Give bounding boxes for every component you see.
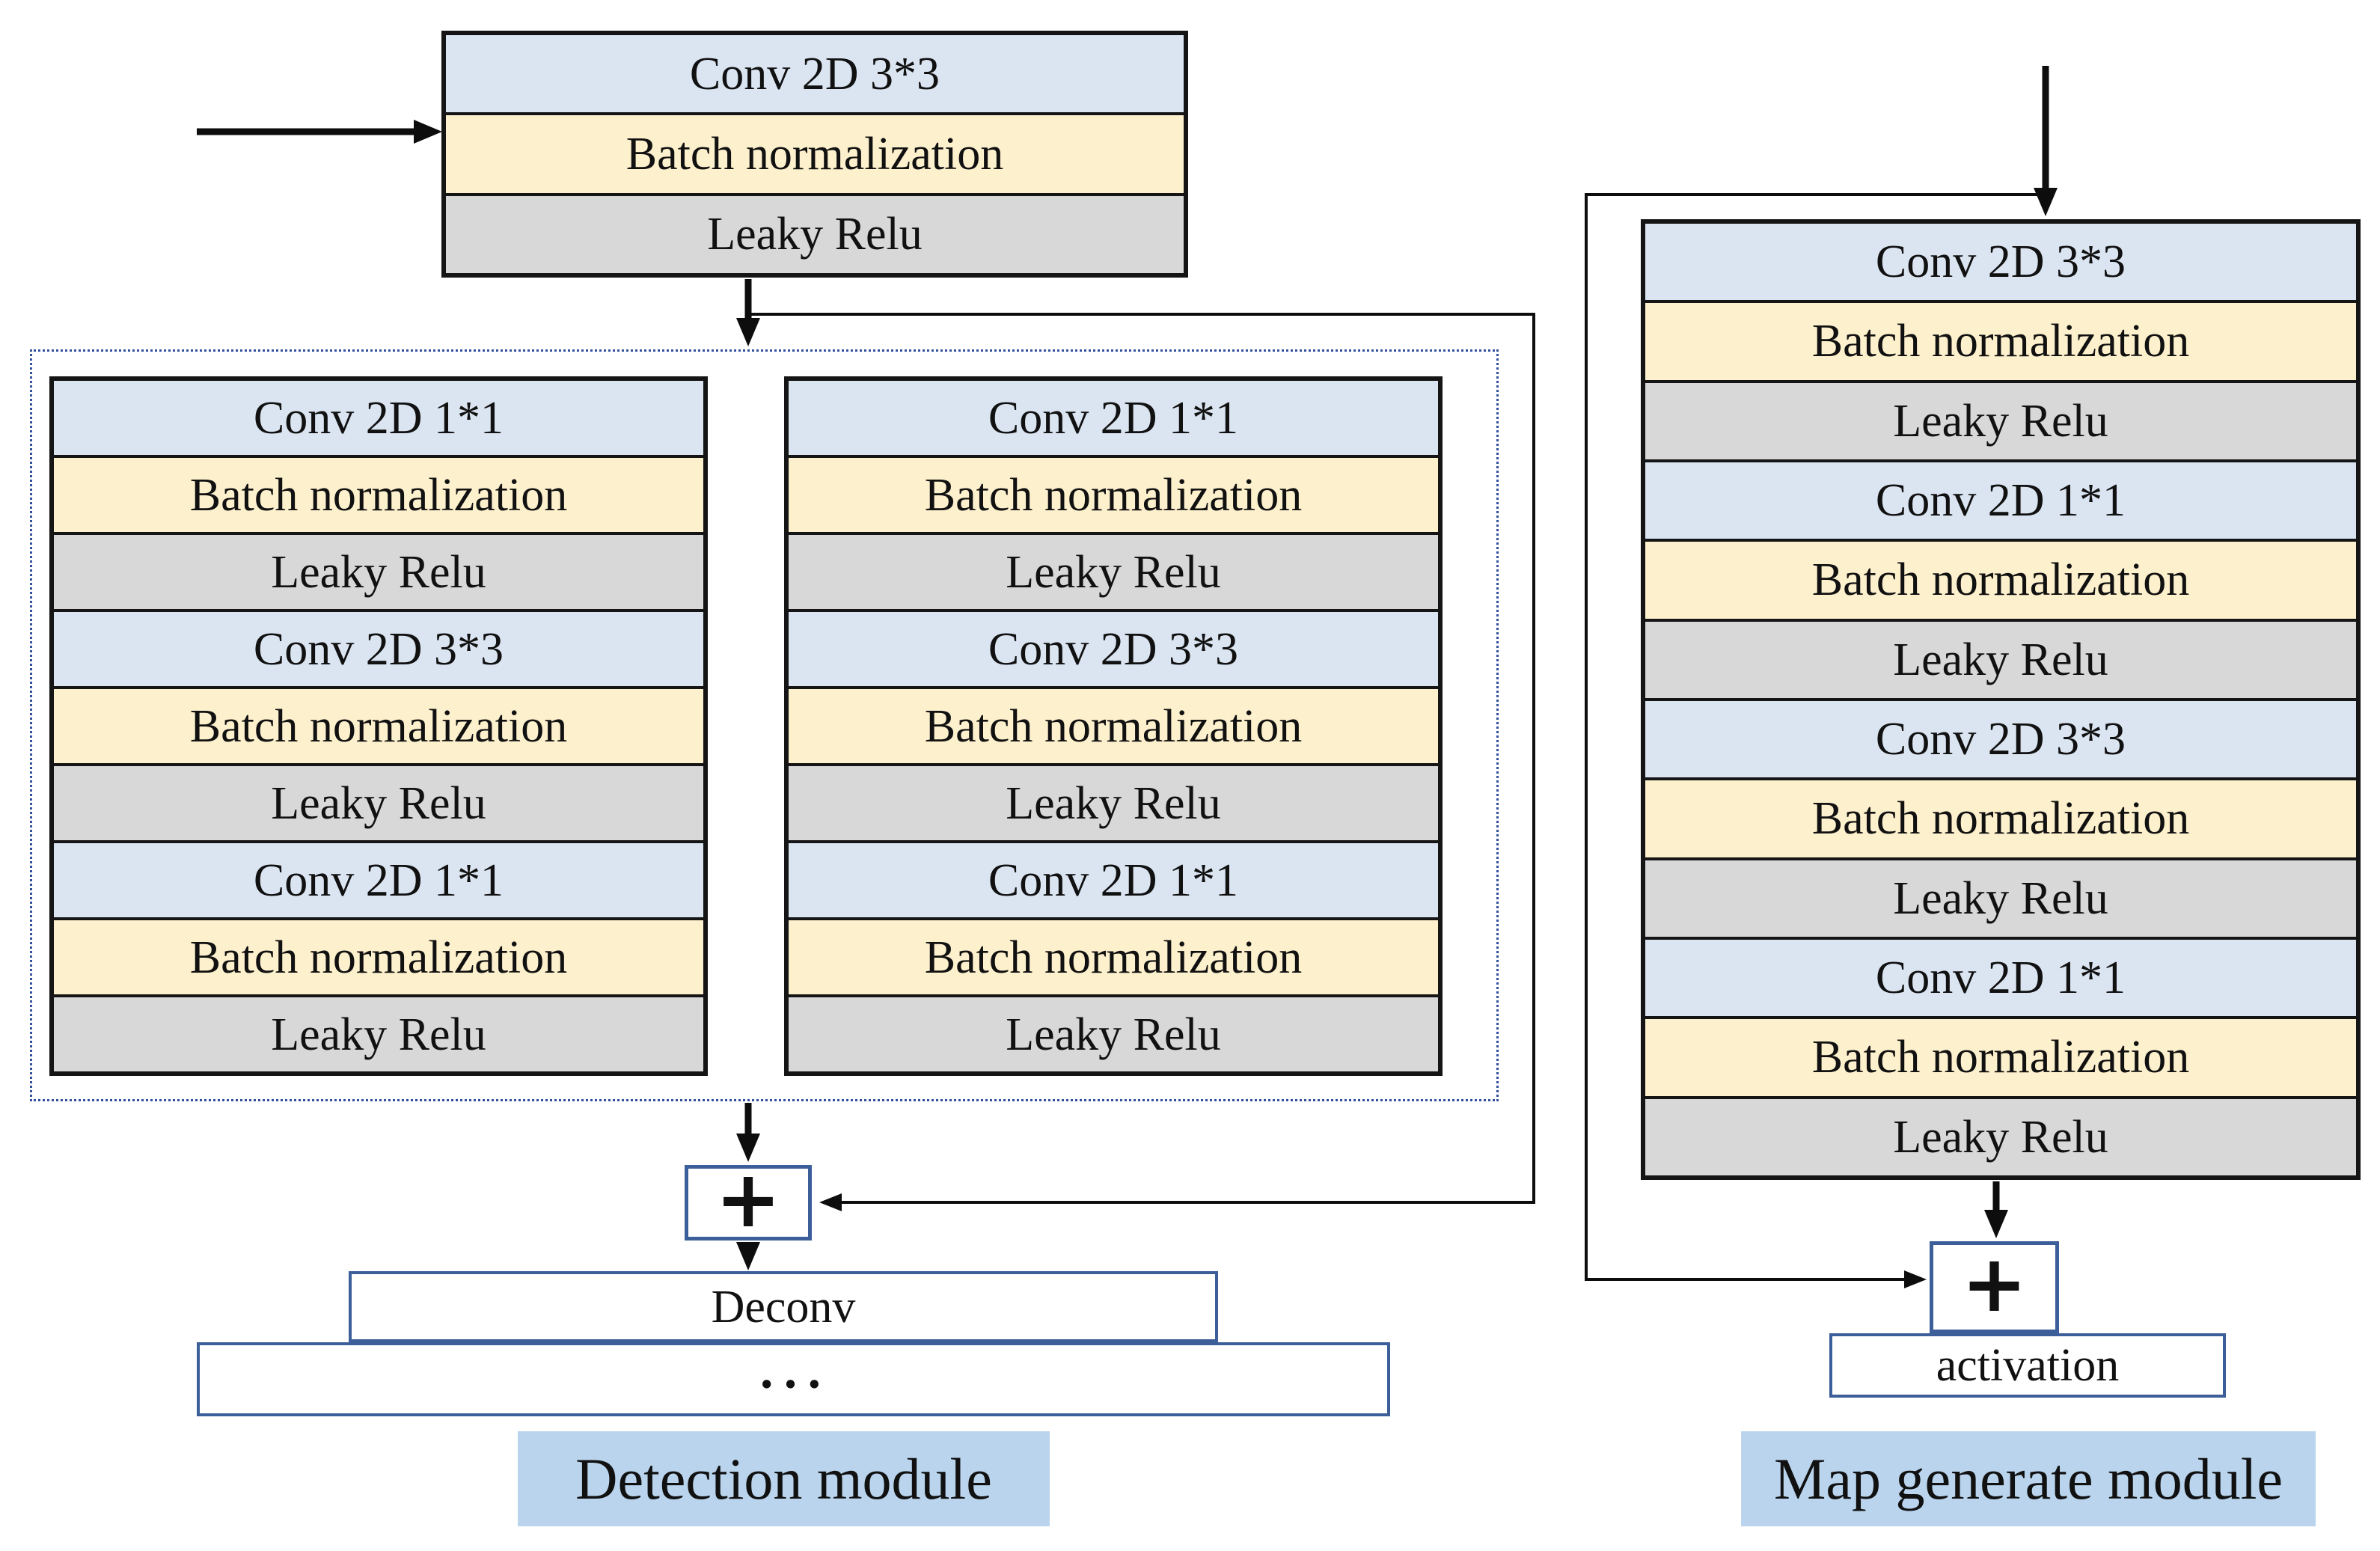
layer-row-label: Leaky Relu xyxy=(271,546,486,598)
layer-row-label: Leaky Relu xyxy=(1006,777,1221,829)
layer-row-conv: Conv 2D 1*1 xyxy=(54,381,703,455)
layer-row-relu: Leaky Relu xyxy=(54,994,703,1071)
layer-row-label: Batch normalization xyxy=(1811,554,2190,606)
layer-row-relu: Leaky Relu xyxy=(789,994,1438,1071)
layer-row-bn: Batch normalization xyxy=(1645,539,2356,619)
map-generate-sum-node: + xyxy=(1930,1241,2059,1333)
detection-residual-group-box xyxy=(30,349,1499,1101)
layer-row-label: Leaky Relu xyxy=(1893,395,2108,447)
map-generate-module-label: Map generate module xyxy=(1741,1431,2316,1526)
layer-row-label: Leaky Relu xyxy=(1893,872,2108,924)
layer-row-label: Leaky Relu xyxy=(1893,1111,2108,1163)
layer-row-conv: Conv 2D 3*3 xyxy=(1645,224,2356,301)
layer-row-label: Conv 2D 1*1 xyxy=(988,392,1239,444)
detection-module-label-text: Detection module xyxy=(575,1446,992,1511)
map-generate-module-label-text: Map generate module xyxy=(1773,1446,2283,1511)
layer-row-label: Batch normalization xyxy=(924,700,1303,752)
layer-row-relu: Leaky Relu xyxy=(54,763,703,840)
layer-row-conv: Conv 2D 3*3 xyxy=(1645,697,2356,778)
deconv-box: Deconv xyxy=(349,1271,1218,1342)
layer-row-label: Batch normalization xyxy=(189,469,568,521)
layer-row-label: Conv 2D 3*3 xyxy=(1875,714,2126,765)
layer-row-label: Batch normalization xyxy=(189,700,568,752)
layer-row-conv: Conv 2D 3*3 xyxy=(54,609,703,686)
layer-row-conv: Conv 2D 1*1 xyxy=(789,840,1438,917)
layer-row-label: Conv 2D 1*1 xyxy=(253,392,504,444)
layer-row-label: Conv 2D 1*1 xyxy=(1875,475,2126,527)
ellipsis-box: … xyxy=(197,1328,1390,1416)
layer-row-relu: Leaky Relu xyxy=(789,532,1438,609)
activation-box: activation xyxy=(1829,1333,2226,1398)
skip-connection-detection xyxy=(748,313,1535,1211)
layer-row-bn: Batch normalization xyxy=(789,917,1438,994)
layer-row-label: Batch normalization xyxy=(1811,1032,2190,1083)
layer-row-relu: Leaky Relu xyxy=(1645,857,2356,937)
skip-connection-map-generate xyxy=(1585,193,2046,1288)
layer-row-label: Batch normalization xyxy=(924,469,1303,521)
layer-row-label: Conv 2D 1*1 xyxy=(253,854,504,906)
layer-row-label: Batch normalization xyxy=(625,128,1004,180)
layer-row-bn: Batch normalization xyxy=(54,455,703,532)
layer-row-conv: Conv 2D 3*3 xyxy=(446,35,1184,113)
layer-row-bn: Batch normalization xyxy=(1645,300,2356,380)
layer-row-relu: Leaky Relu xyxy=(1645,379,2356,459)
layer-row-bn: Batch normalization xyxy=(54,917,703,994)
layer-row-label: Leaky Relu xyxy=(271,1009,486,1060)
layer-row-relu: Leaky Relu xyxy=(1645,1095,2356,1175)
plus-icon: + xyxy=(715,1154,781,1245)
layer-row-label: Leaky Relu xyxy=(1893,634,2108,685)
layer-row-label: Batch normalization xyxy=(189,931,568,983)
layer-row-relu: Leaky Relu xyxy=(54,532,703,609)
layer-row-bn: Batch normalization xyxy=(789,686,1438,763)
layer-row-bn: Batch normalization xyxy=(789,455,1438,532)
layer-row-label: Conv 2D 3*3 xyxy=(689,48,940,100)
layer-row-conv: Conv 2D 1*1 xyxy=(1645,936,2356,1017)
ellipsis-icon: … xyxy=(755,1324,832,1404)
detection-sum-node: + xyxy=(685,1160,812,1241)
plus-icon: + xyxy=(1961,1238,2028,1330)
layer-row-conv: Conv 2D 1*1 xyxy=(1645,459,2356,539)
layer-row-bn: Batch normalization xyxy=(1645,1016,2356,1096)
layer-row-label: Conv 2D 3*3 xyxy=(1875,236,2126,288)
layer-row-label: Batch normalization xyxy=(1811,316,2190,367)
layer-row-conv: Conv 2D 3*3 xyxy=(789,609,1438,686)
layer-row-label: Batch normalization xyxy=(924,931,1303,983)
layer-row-label: Conv 2D 1*1 xyxy=(1875,952,2126,1004)
layer-row-label: Batch normalization xyxy=(1811,793,2190,845)
layer-row-label: Conv 2D 1*1 xyxy=(988,854,1239,906)
layer-row-label: Conv 2D 3*3 xyxy=(988,623,1239,675)
layer-row-conv: Conv 2D 1*1 xyxy=(789,381,1438,455)
layer-row-bn: Batch normalization xyxy=(54,686,703,763)
layer-row-conv: Conv 2D 1*1 xyxy=(54,840,703,917)
layer-row-relu: Leaky Relu xyxy=(789,763,1438,840)
layer-row-bn: Batch normalization xyxy=(446,112,1184,193)
activation-label: activation xyxy=(1936,1340,2120,1391)
layer-row-label: Leaky Relu xyxy=(1006,1009,1221,1060)
layer-row-bn: Batch normalization xyxy=(1645,777,2356,857)
layer-row-label: Leaky Relu xyxy=(271,777,486,829)
layer-row-label: Leaky Relu xyxy=(707,209,923,260)
layer-row-label: Conv 2D 3*3 xyxy=(253,623,504,675)
detection-module-label: Detection module xyxy=(518,1431,1050,1526)
deconv-label: Deconv xyxy=(711,1281,856,1333)
layer-row-relu: Leaky Relu xyxy=(1645,618,2356,698)
layer-row-label: Leaky Relu xyxy=(1006,546,1221,598)
layer-row-relu: Leaky Relu xyxy=(446,192,1184,273)
